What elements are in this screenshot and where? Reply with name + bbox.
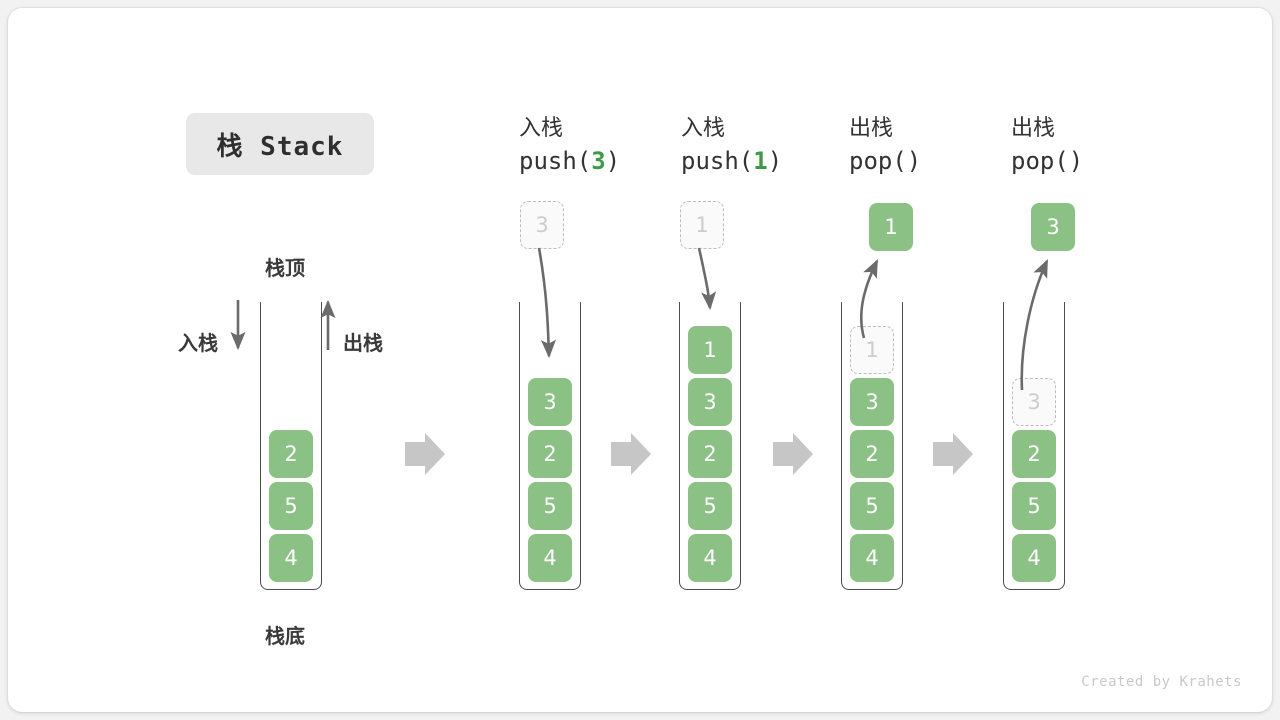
stack-cell: 1 xyxy=(688,326,732,374)
stack-cell: 5 xyxy=(688,482,732,530)
title-badge-label: 栈 Stack xyxy=(216,131,344,162)
stack-container-pop-1 xyxy=(841,302,903,590)
stack-cell: 3 xyxy=(688,378,732,426)
stack-cell: 5 xyxy=(850,482,894,530)
step-code-label: push(3) xyxy=(519,144,689,178)
step-code-label: pop() xyxy=(1011,144,1181,178)
code-suffix: ) xyxy=(605,147,621,175)
push-1-motion-arrow-icon xyxy=(697,247,717,311)
step-header-push-1: 入栈 push(1) xyxy=(681,114,851,178)
step-code-label: push(1) xyxy=(681,144,851,178)
stack-cell: 4 xyxy=(1012,534,1056,582)
title-badge: 栈 Stack xyxy=(186,113,374,175)
stack-cell: 2 xyxy=(528,430,572,478)
diagram-card: 栈 Stack 栈顶 入栈 出栈 2 5 4 栈底 入栈 push(3) 3 3… xyxy=(8,8,1272,712)
separator-right-arrow-icon xyxy=(611,433,651,475)
stack-cell: 3 xyxy=(850,378,894,426)
code-prefix: pop( xyxy=(1011,147,1069,175)
stack-cell-ghost: 1 xyxy=(850,326,894,374)
code-value: 1 xyxy=(753,147,768,175)
floating-ghost-cell: 1 xyxy=(680,201,724,249)
separator-right-arrow-icon xyxy=(405,433,445,475)
stack-cell: 5 xyxy=(1012,482,1056,530)
stack-cell: 4 xyxy=(269,534,313,582)
stack-cell: 3 xyxy=(528,378,572,426)
stack-cell-ghost: 3 xyxy=(1012,378,1056,426)
step-op-label: 出栈 xyxy=(1011,116,1056,141)
step-code-label: pop() xyxy=(849,144,1019,178)
step-op-label: 入栈 xyxy=(519,116,564,141)
stack-cell: 2 xyxy=(1012,430,1056,478)
step-header-push-3: 入栈 push(3) xyxy=(519,114,689,178)
stack-cell: 4 xyxy=(688,534,732,582)
stack-bottom-label: 栈底 xyxy=(265,624,305,648)
stack-cell: 2 xyxy=(850,430,894,478)
code-value: 3 xyxy=(591,147,606,175)
stack-container-push-1 xyxy=(679,302,741,590)
step-header-pop-1: 出栈 pop() xyxy=(849,114,1019,178)
separator-right-arrow-icon xyxy=(773,433,813,475)
step-op-label: 入栈 xyxy=(681,116,726,141)
code-prefix: pop( xyxy=(849,147,907,175)
initial-stack-group: 栈顶 入栈 出栈 2 5 4 栈底 xyxy=(158,238,408,658)
pop-direction-label: 出栈 xyxy=(343,331,383,355)
floating-ghost-cell: 3 xyxy=(520,201,564,249)
floating-popped-cell: 3 xyxy=(1031,203,1075,251)
code-suffix: ) xyxy=(906,147,922,175)
stack-cell: 4 xyxy=(528,534,572,582)
code-prefix: push( xyxy=(681,147,754,175)
stack-cell: 5 xyxy=(269,482,313,530)
code-suffix: ) xyxy=(767,147,783,175)
stack-container-push-3 xyxy=(519,302,581,590)
code-prefix: push( xyxy=(519,147,592,175)
stack-top-label: 栈顶 xyxy=(265,256,305,280)
credit-label: Created by Krahets xyxy=(1081,674,1242,690)
stack-cell: 5 xyxy=(528,482,572,530)
initial-stack-container xyxy=(260,302,322,590)
stack-cell: 2 xyxy=(688,430,732,478)
stack-cell: 2 xyxy=(269,430,313,478)
separator-right-arrow-icon xyxy=(933,433,973,475)
code-suffix: ) xyxy=(1068,147,1084,175)
step-header-pop-3: 出栈 pop() xyxy=(1011,114,1181,178)
push-direction-label: 入栈 xyxy=(178,331,218,355)
stack-cell: 4 xyxy=(850,534,894,582)
floating-popped-cell: 1 xyxy=(869,203,913,251)
step-op-label: 出栈 xyxy=(849,116,894,141)
stack-container-pop-3 xyxy=(1003,302,1065,590)
